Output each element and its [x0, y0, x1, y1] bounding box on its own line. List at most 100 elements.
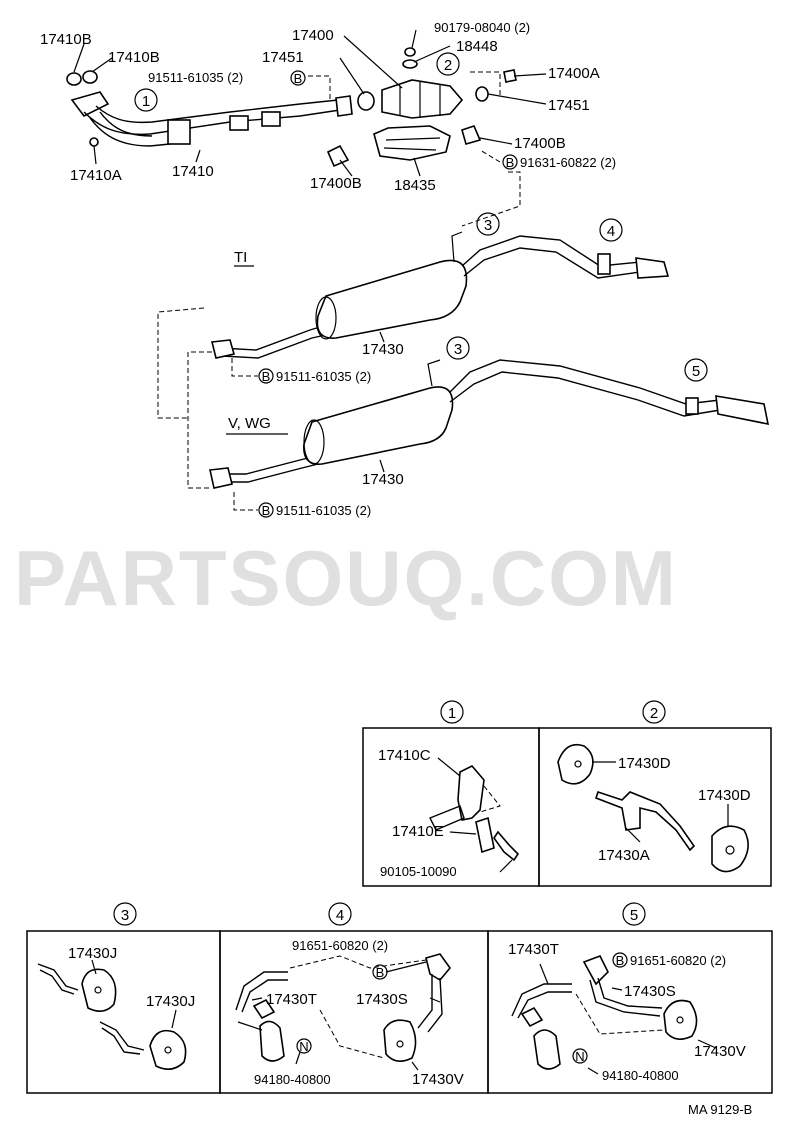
vwg-hanger-bracket [685, 397, 699, 415]
label-17430-ti: 17430 [362, 341, 404, 358]
label-bolt-91511-top: 91511-61035 (2) [148, 70, 243, 85]
bracket-17430t-5 [520, 1006, 544, 1028]
bracket-17430s-5 [582, 954, 609, 986]
bracket-17400b-left [326, 144, 350, 168]
hanger-rubber-17430v-5 [663, 999, 698, 1040]
pipe-bracket-a [229, 115, 249, 131]
svg-text:3: 3 [121, 907, 129, 924]
svg-text:3: 3 [484, 217, 492, 234]
bracket-17430t-4 [252, 998, 276, 1020]
callout-2-upper: 2 [436, 52, 460, 76]
b-symbol-vwg: B [258, 502, 274, 518]
tailpipe-assembly-vwg [209, 359, 770, 489]
b-symbol-detail5: B [612, 952, 628, 968]
converter-body [381, 79, 464, 119]
label-17400: 17400 [292, 27, 334, 44]
label-91511-vwg: 91511-61035 (2) [276, 503, 371, 518]
callout-4-detail: 4 [328, 902, 352, 926]
drawing-code: MA 9129-B [688, 1102, 752, 1117]
detail5-label-b: 91651-60820 (2) [630, 953, 726, 968]
label-91511-ti: 91511-61035 (2) [276, 369, 371, 384]
detail2-label-b: 17430D [698, 787, 751, 804]
variant-vwg: V, WG [228, 415, 271, 432]
svg-text:B: B [376, 965, 385, 980]
bracket-17430a [594, 790, 696, 852]
detail-box-3: 3 17430J 17430J [26, 902, 221, 1094]
bolt-90105 [493, 830, 520, 862]
bracket-17410c [457, 765, 485, 821]
label-17410a: 17410A [70, 167, 122, 184]
svg-text:2: 2 [444, 57, 452, 74]
callout-4-ti: 4 [599, 218, 623, 242]
label-17410: 17410 [172, 163, 214, 180]
callout-1-upper: 1 [134, 88, 158, 112]
hanger-rubber-17430j-b [149, 1029, 187, 1070]
detail2-label-c: 17430A [598, 847, 650, 864]
svg-text:B: B [262, 369, 271, 384]
svg-text:B: B [294, 71, 303, 86]
detail1-label-b: 17410E [392, 823, 444, 840]
label-17410b-b: 17410B [108, 49, 160, 66]
detail1-label-c: 90105-10090 [380, 864, 457, 879]
catalytic-converter-17400 [326, 47, 517, 168]
label-17400a: 17400A [548, 65, 600, 82]
gasket-17451-rear [475, 86, 489, 102]
label-18448: 18448 [456, 38, 498, 55]
detail1-label-a: 17410C [378, 747, 431, 764]
callout-3-ti: 3 [476, 212, 500, 236]
label-17400b-b: 17400B [310, 175, 362, 192]
callout-5-detail: 5 [622, 902, 646, 926]
svg-text:2: 2 [650, 705, 658, 722]
label-17400b-a: 17400B [514, 135, 566, 152]
svg-text:1: 1 [448, 705, 456, 722]
clamp-94180-5 [533, 1029, 561, 1070]
label-91631: 91631-60822 (2) [520, 155, 616, 170]
hanger-rubber-17430j-a [81, 968, 117, 1012]
label-90179: 90179-08040 (2) [434, 20, 530, 35]
gasket-17451-front [357, 91, 375, 111]
ti-tail-tip [635, 257, 670, 279]
svg-text:1: 1 [142, 93, 150, 110]
callout-2-detail: 2 [642, 700, 666, 724]
front-exhaust-pipe-17410 [66, 70, 353, 147]
watermark: PARTSOUQ.COM [14, 534, 678, 622]
detail5-label-e: 94180-40800 [602, 1068, 679, 1083]
tailpipe-assembly-ti [211, 231, 670, 359]
stud-17400a [503, 69, 517, 83]
ti-front-flange [211, 339, 236, 359]
bolt-90179 [404, 47, 416, 57]
detail4-label-c: 17430S [356, 991, 408, 1008]
bracket-17430s-4 [425, 953, 452, 982]
gasket-18448 [402, 59, 418, 69]
detail-box-4: 4 N B 91651-60820 (2) 17430T 17430S 9418… [219, 902, 489, 1094]
b-symbol-top: B [290, 70, 306, 86]
svg-text:4: 4 [336, 907, 344, 924]
detail-box-5: 5 N B 17430T 91651-60820 (2) 17430S 1743… [487, 902, 773, 1094]
pipe-joint [167, 119, 191, 145]
heat-insulator-18435 [373, 125, 451, 161]
detail-box-2: 2 17430D 17430D 17430A [538, 700, 772, 887]
hanger-rubber-17430d-b [711, 825, 749, 873]
svg-text:N: N [299, 1039, 308, 1054]
label-17410b-a: 17410B [40, 31, 92, 48]
b-symbol-detail4: B [372, 964, 388, 980]
detail5-label-c: 17430S [624, 983, 676, 1000]
svg-text:5: 5 [630, 907, 638, 924]
b-symbol-ti: B [258, 368, 274, 384]
label-17430-vwg: 17430 [362, 471, 404, 488]
svg-text:3: 3 [454, 341, 462, 358]
muffler-17430-ti [316, 259, 468, 339]
clamp-94180-4 [259, 1020, 285, 1062]
gasket-17410b-right [82, 70, 98, 84]
label-18435: 18435 [394, 177, 436, 194]
svg-text:4: 4 [607, 223, 615, 240]
muffler-17430-vwg [303, 386, 454, 465]
svg-text:5: 5 [692, 363, 700, 380]
detail3-label-a: 17430J [68, 945, 117, 962]
svg-text:N: N [575, 1049, 584, 1064]
svg-text:B: B [262, 503, 271, 518]
svg-text:B: B [616, 953, 625, 968]
gasket-17410b-left [66, 72, 82, 86]
callout-3-detail: 3 [113, 902, 137, 926]
bracket-17400b-right [461, 125, 482, 145]
